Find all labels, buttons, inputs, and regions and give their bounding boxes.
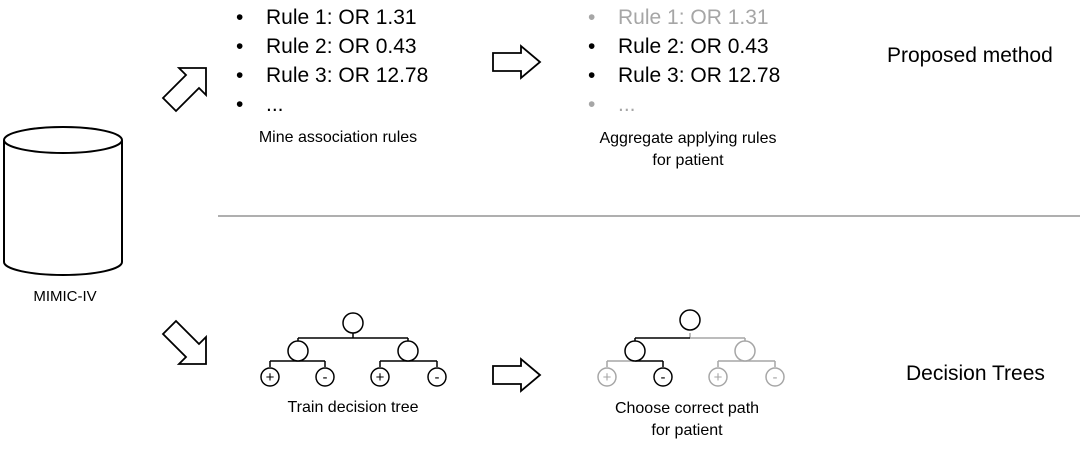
rule-item-inactive: •Rule 1: OR 1.31 (588, 6, 769, 29)
tree-leaf-node (260, 367, 280, 387)
aggregate-rules-caption-line2: for patient (652, 152, 724, 169)
path-leaf-node (708, 367, 728, 387)
leaf-symbol: - (661, 369, 666, 386)
tree-left-node (287, 340, 309, 362)
aggregate-rules-caption-line1: Aggregate applying rules (599, 130, 777, 147)
tree-leaf-node (370, 367, 390, 387)
path-root-node (679, 309, 701, 331)
choose-path-caption-line1: Choose correct path (614, 400, 760, 417)
path-chosen-leaf-node (653, 367, 673, 387)
tree-root-node (342, 312, 364, 334)
arrow-rules-to-aggregate-icon (492, 44, 542, 80)
path-left-node (624, 340, 646, 362)
rule-item-active: •Rule 3: OR 12.78 (588, 64, 781, 87)
decision-trees-title: Decision Trees (906, 362, 1045, 385)
arrow-to-proposed-icon (161, 67, 207, 113)
decision-tree-diagram (260, 312, 447, 387)
path-leaf-node (765, 367, 785, 387)
leaf-symbol: + (376, 369, 385, 386)
leaf-symbol: - (435, 369, 440, 386)
leaf-symbol: + (266, 369, 275, 386)
path-leaf-node (597, 367, 617, 387)
rule-item: •... (236, 93, 284, 116)
rule-text: Rule 3: OR 12.78 (266, 64, 429, 87)
train-tree-caption: Train decision tree (287, 399, 419, 416)
rule-text: Rule 2: OR 0.43 (618, 35, 769, 58)
rule-text: ... (618, 93, 636, 116)
database-label: MIMIC-IV (33, 288, 97, 305)
rule-item: •Rule 3: OR 12.78 (236, 64, 429, 87)
arrow-tree-to-path-icon (492, 357, 542, 393)
decision-path-diagram (597, 309, 785, 387)
leaf-symbol: + (714, 369, 723, 386)
rule-text: ... (266, 93, 284, 116)
tree-leaf-node (315, 367, 335, 387)
proposed-method-title: Proposed method (887, 44, 1053, 67)
leaf-symbol: + (603, 369, 612, 386)
rule-item: •Rule 2: OR 0.43 (236, 35, 417, 58)
rule-text: Rule 1: OR 1.31 (266, 6, 417, 29)
rule-text: Rule 3: OR 12.78 (618, 64, 781, 87)
choose-path-caption-line2: for patient (651, 422, 723, 439)
rule-item-inactive: •... (588, 93, 636, 116)
leaf-symbols: + - + - + - + - (266, 369, 778, 386)
database-cylinder-icon (3, 126, 123, 276)
mine-rules-caption: Mine association rules (258, 129, 418, 146)
path-right-node (734, 340, 756, 362)
leaf-symbol: - (773, 369, 778, 386)
rule-item-active: •Rule 2: OR 0.43 (588, 35, 769, 58)
rule-text: Rule 2: OR 0.43 (266, 35, 417, 58)
tree-right-node (397, 340, 419, 362)
rule-item: •Rule 1: OR 1.31 (236, 6, 417, 29)
arrow-to-decision-trees-icon (161, 319, 207, 365)
tree-leaf-node (427, 367, 447, 387)
leaf-symbol: - (323, 369, 328, 386)
rule-text: Rule 1: OR 1.31 (618, 6, 769, 29)
